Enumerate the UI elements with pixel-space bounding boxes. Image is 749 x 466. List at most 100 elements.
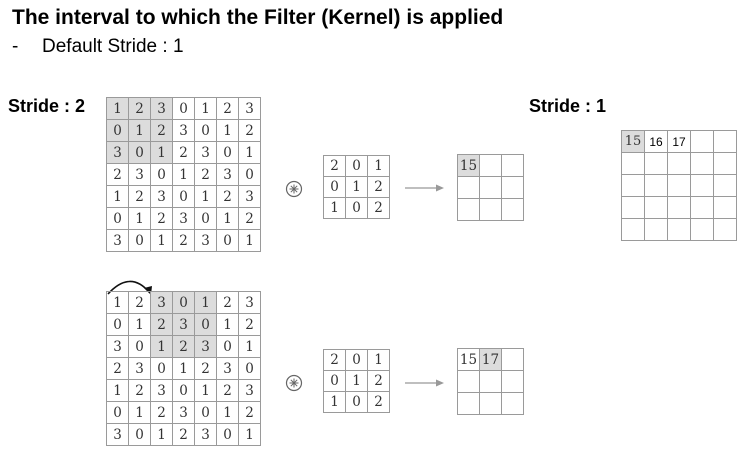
matrix-cell: 2 — [367, 197, 390, 219]
output-cell — [667, 152, 691, 175]
matrix-cell: 0 — [150, 163, 173, 186]
output-cell — [479, 370, 502, 393]
output-cell — [713, 174, 737, 197]
matrix-cell: 2 — [216, 291, 239, 314]
matrix-cell: 2 — [194, 357, 217, 380]
output-cell — [479, 198, 502, 221]
bullet-dash: - — [12, 36, 19, 57]
matrix-cell: 2 — [150, 313, 173, 336]
matrix-cell: 0 — [128, 229, 151, 252]
matrix-cell: 1 — [106, 185, 129, 208]
output-cell — [501, 176, 524, 199]
matrix-cell: 1 — [367, 155, 390, 177]
output-cell — [690, 152, 714, 175]
matrix-cell: 3 — [150, 291, 173, 314]
matrix-cell: 0 — [216, 423, 239, 446]
output-cell — [644, 196, 668, 219]
output-cell — [667, 218, 691, 241]
matrix-cell: 2 — [150, 401, 173, 424]
matrix-cell: 2 — [323, 349, 346, 371]
output-cell — [713, 130, 737, 153]
matrix-cell: 0 — [106, 401, 129, 424]
output-cell — [457, 176, 480, 199]
page-subtitle: -Default Stride : 1 — [12, 36, 184, 58]
matrix-row — [457, 392, 524, 415]
matrix-cell: 2 — [238, 119, 261, 142]
matrix-cell: 3 — [238, 97, 261, 120]
matrix-cell: 3 — [238, 379, 261, 402]
output-cell — [479, 176, 502, 199]
output-cell — [457, 370, 480, 393]
matrix-cell: 3 — [172, 313, 195, 336]
matrix-cell: 2 — [238, 401, 261, 424]
matrix-cell: 3 — [194, 423, 217, 446]
matrix-cell: 3 — [194, 335, 217, 358]
matrix-cell: 1 — [150, 141, 173, 164]
output-cell — [713, 218, 737, 241]
matrix-cell: 1 — [150, 423, 173, 446]
output-cell: 16 — [644, 130, 668, 153]
matrix-cell: 0 — [106, 313, 129, 336]
matrix-cell: 3 — [106, 229, 129, 252]
output-cell — [501, 154, 524, 177]
matrix-row — [457, 198, 524, 221]
matrix-cell: 3 — [216, 163, 239, 186]
matrix-cell: 2 — [216, 185, 239, 208]
output-cell — [667, 174, 691, 197]
matrix-cell: 0 — [323, 176, 346, 198]
output-cell — [621, 196, 645, 219]
matrix-cell: 3 — [194, 229, 217, 252]
output-cell — [690, 130, 714, 153]
output-cell — [690, 174, 714, 197]
matrix-cell: 3 — [194, 141, 217, 164]
matrix-cell: 0 — [150, 357, 173, 380]
matrix-cell: 1 — [216, 119, 239, 142]
stride-2-label: Stride : 2 — [8, 96, 86, 116]
matrix-row — [457, 176, 524, 199]
matrix-cell: 2 — [238, 207, 261, 230]
matrix-row — [621, 152, 737, 175]
matrix-cell: 2 — [216, 379, 239, 402]
matrix-row — [621, 174, 737, 197]
matrix-cell: 0 — [106, 207, 129, 230]
matrix-cell: 1 — [323, 391, 346, 413]
matrix-cell: 2 — [150, 119, 173, 142]
output-cell — [457, 392, 480, 415]
matrix-cell: 3 — [106, 423, 129, 446]
matrix-cell: 0 — [345, 197, 368, 219]
output-cell — [667, 196, 691, 219]
matrix-cell: 1 — [172, 163, 195, 186]
matrix-cell: 1 — [323, 197, 346, 219]
output-cell — [621, 218, 645, 241]
matrix-cell: 0 — [345, 155, 368, 177]
matrix-cell: 1 — [194, 97, 217, 120]
matrix-cell: 1 — [150, 229, 173, 252]
output-cell: 17 — [667, 130, 691, 153]
matrix-cell: 1 — [238, 229, 261, 252]
matrix-cell: 3 — [128, 357, 151, 380]
matrix-cell: 2 — [128, 185, 151, 208]
matrix-cell: 1 — [106, 291, 129, 314]
matrix-cell: 0 — [128, 335, 151, 358]
matrix-cell: 1 — [194, 185, 217, 208]
matrix-cell: 1 — [216, 401, 239, 424]
matrix-cell: 1 — [128, 401, 151, 424]
matrix-cell: 0 — [172, 379, 195, 402]
convolution-icon — [285, 374, 303, 392]
